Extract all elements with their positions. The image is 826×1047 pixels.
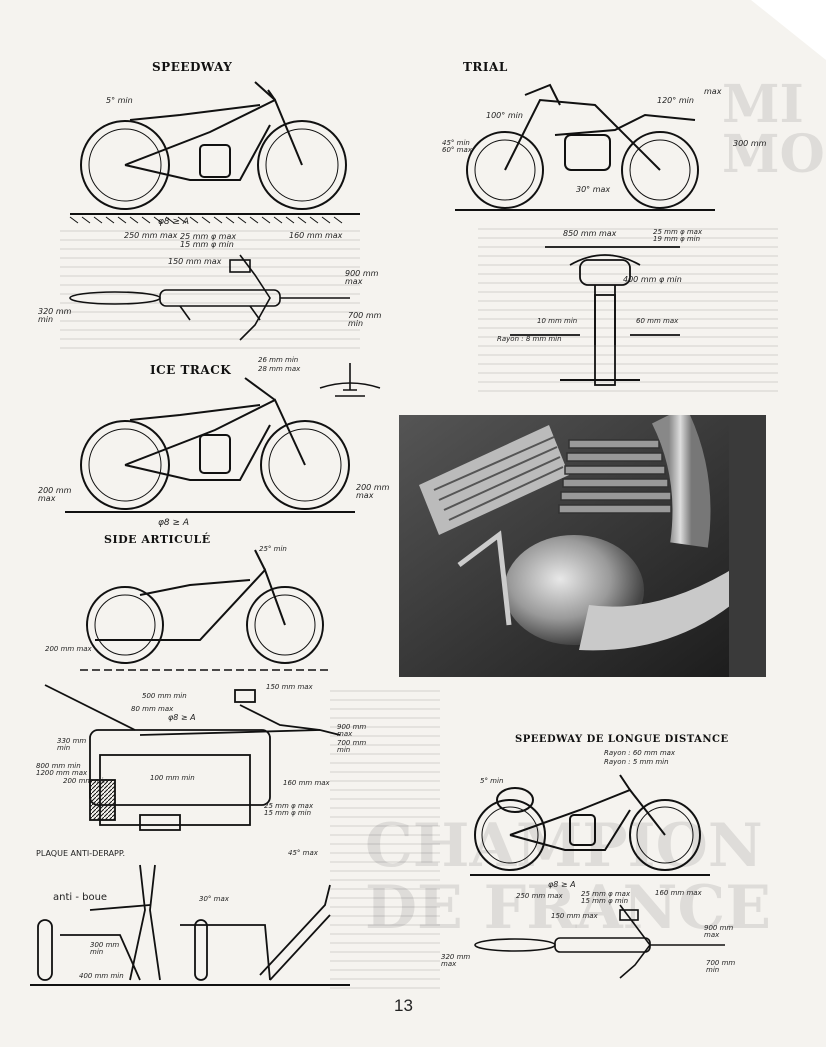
longue-width-max: 900 mm max bbox=[704, 924, 734, 940]
title-longue-distance: SPEEDWAY DE LONGUE DISTANCE bbox=[515, 734, 729, 745]
side-h400: 400 mm min bbox=[79, 972, 124, 980]
page-corner bbox=[751, 0, 826, 60]
speedway-top-diagram bbox=[69, 254, 350, 341]
longue-side-diagram bbox=[470, 774, 710, 876]
title-speedway: SPEEDWAY bbox=[152, 60, 233, 74]
speedway-top: 160 mm max bbox=[289, 231, 343, 240]
longue-width-min: 700 mm min bbox=[706, 959, 736, 975]
side-wheel-span: 800 mm min 1200 mm max bbox=[36, 762, 88, 778]
longue-rayon1: Rayon : 60 mm max bbox=[604, 749, 676, 757]
bleed-through-text bbox=[478, 228, 778, 398]
longue-height: 320 mm max bbox=[441, 953, 471, 969]
longue-bar: 25 mm φ max 15 mm φ min bbox=[581, 890, 631, 906]
trial-bar: 850 mm max bbox=[563, 229, 617, 238]
engine-photo bbox=[399, 415, 766, 677]
side-clear: 200 mm max bbox=[45, 645, 92, 653]
side-articule-front-diagrams bbox=[30, 864, 350, 986]
trial-footrest: 60 mm max bbox=[636, 317, 679, 325]
speedway-height: 320 mm min bbox=[38, 307, 72, 325]
side-anti-boue: anti - boue bbox=[53, 892, 108, 903]
speedway-clearance: 250 mm max bbox=[124, 231, 178, 240]
side-width-min: 700 mm min bbox=[337, 739, 367, 755]
speedway-bar-width: 25 mm φ max 15 mm φ min bbox=[180, 232, 237, 250]
side-angle45: 45° max bbox=[288, 849, 318, 857]
speedway-ground: φ8 ≥ A bbox=[158, 217, 190, 227]
trial-angle1: 100° min bbox=[486, 111, 523, 120]
side-ground: φ8 ≥ A bbox=[168, 713, 196, 722]
trial-max: max bbox=[704, 87, 722, 96]
speedway-width-max: 900 mm max bbox=[345, 269, 379, 287]
page-number: 13 bbox=[394, 996, 413, 1015]
trial-lever: 400 mm φ min bbox=[623, 275, 682, 284]
ice-left-clear: 200 mm max bbox=[38, 486, 72, 504]
side-seat: 80 mm max bbox=[131, 705, 174, 713]
title-ice-track: ICE TRACK bbox=[150, 363, 232, 377]
ice-track-side-diagram bbox=[65, 377, 355, 513]
speedway-side-diagram bbox=[69, 81, 360, 224]
trial-side-diagram bbox=[455, 83, 715, 211]
side-step: 200 mm min bbox=[63, 777, 108, 785]
longue-top: 160 mm max bbox=[655, 889, 702, 897]
side-guard: 25 mm φ max 15 mm φ min bbox=[264, 802, 314, 818]
trial-clear: 30° max bbox=[576, 185, 611, 194]
longue-lever: 150 mm max bbox=[551, 912, 598, 920]
ice-ground: φ8 ≥ A bbox=[158, 518, 190, 528]
ice-right-clear: 200 mm max bbox=[356, 483, 390, 501]
longue-ground: φ8 ≥ A bbox=[548, 880, 576, 889]
speedway-lever: 150 mm max bbox=[168, 257, 222, 266]
ice-spike-max: 28 mm max bbox=[258, 365, 301, 373]
trial-front-diagram bbox=[510, 246, 680, 386]
longue-top-diagram bbox=[474, 904, 725, 979]
side-mount: 160 mm max bbox=[283, 779, 330, 787]
longue-clear: 250 mm max bbox=[516, 892, 563, 900]
side-angle30: 30° max bbox=[199, 895, 229, 903]
trial-fork: 45° min 60° max bbox=[442, 139, 472, 155]
trial-peg: 10 mm min bbox=[537, 317, 578, 325]
side-platform: 100 mm min bbox=[150, 774, 195, 782]
side-tube: 330 mm min bbox=[57, 737, 87, 753]
trial-radius: Rayon : 8 mm min bbox=[497, 335, 562, 343]
title-side-articule: SIDE ARTICULÉ bbox=[104, 533, 211, 546]
speedway-width-min: 700 mm min bbox=[348, 311, 382, 329]
side-articule-top-diagram bbox=[44, 684, 341, 831]
ice-spike-diagram bbox=[319, 363, 381, 397]
longue-rayon2: Rayon : 5 mm min bbox=[604, 758, 669, 766]
side-articule-side-diagram bbox=[80, 549, 330, 671]
side-plaque: PLAQUE ANTI-DERAPP. bbox=[36, 849, 126, 858]
bleed-through-text-2 bbox=[330, 690, 440, 990]
trial-angle2: 120° min bbox=[657, 96, 694, 105]
side-bar-top: 150 mm max bbox=[266, 683, 313, 691]
ice-spike-min: 26 mm min bbox=[258, 356, 299, 364]
title-trial: TRIAL bbox=[463, 60, 508, 74]
engine-photo-image bbox=[399, 415, 766, 677]
trial-grip: 25 mm φ max 19 mm φ min bbox=[653, 228, 703, 244]
side-h300: 300 mm min bbox=[90, 941, 120, 957]
side-offset: 500 mm min bbox=[142, 692, 187, 700]
side-width-max: 900 mm max bbox=[337, 723, 367, 739]
trial-side: 300 mm bbox=[733, 139, 767, 148]
side-angle: 25° min bbox=[259, 545, 287, 553]
speedway-angle: 5° min bbox=[106, 96, 133, 105]
longue-angle: 5° min bbox=[480, 777, 504, 785]
